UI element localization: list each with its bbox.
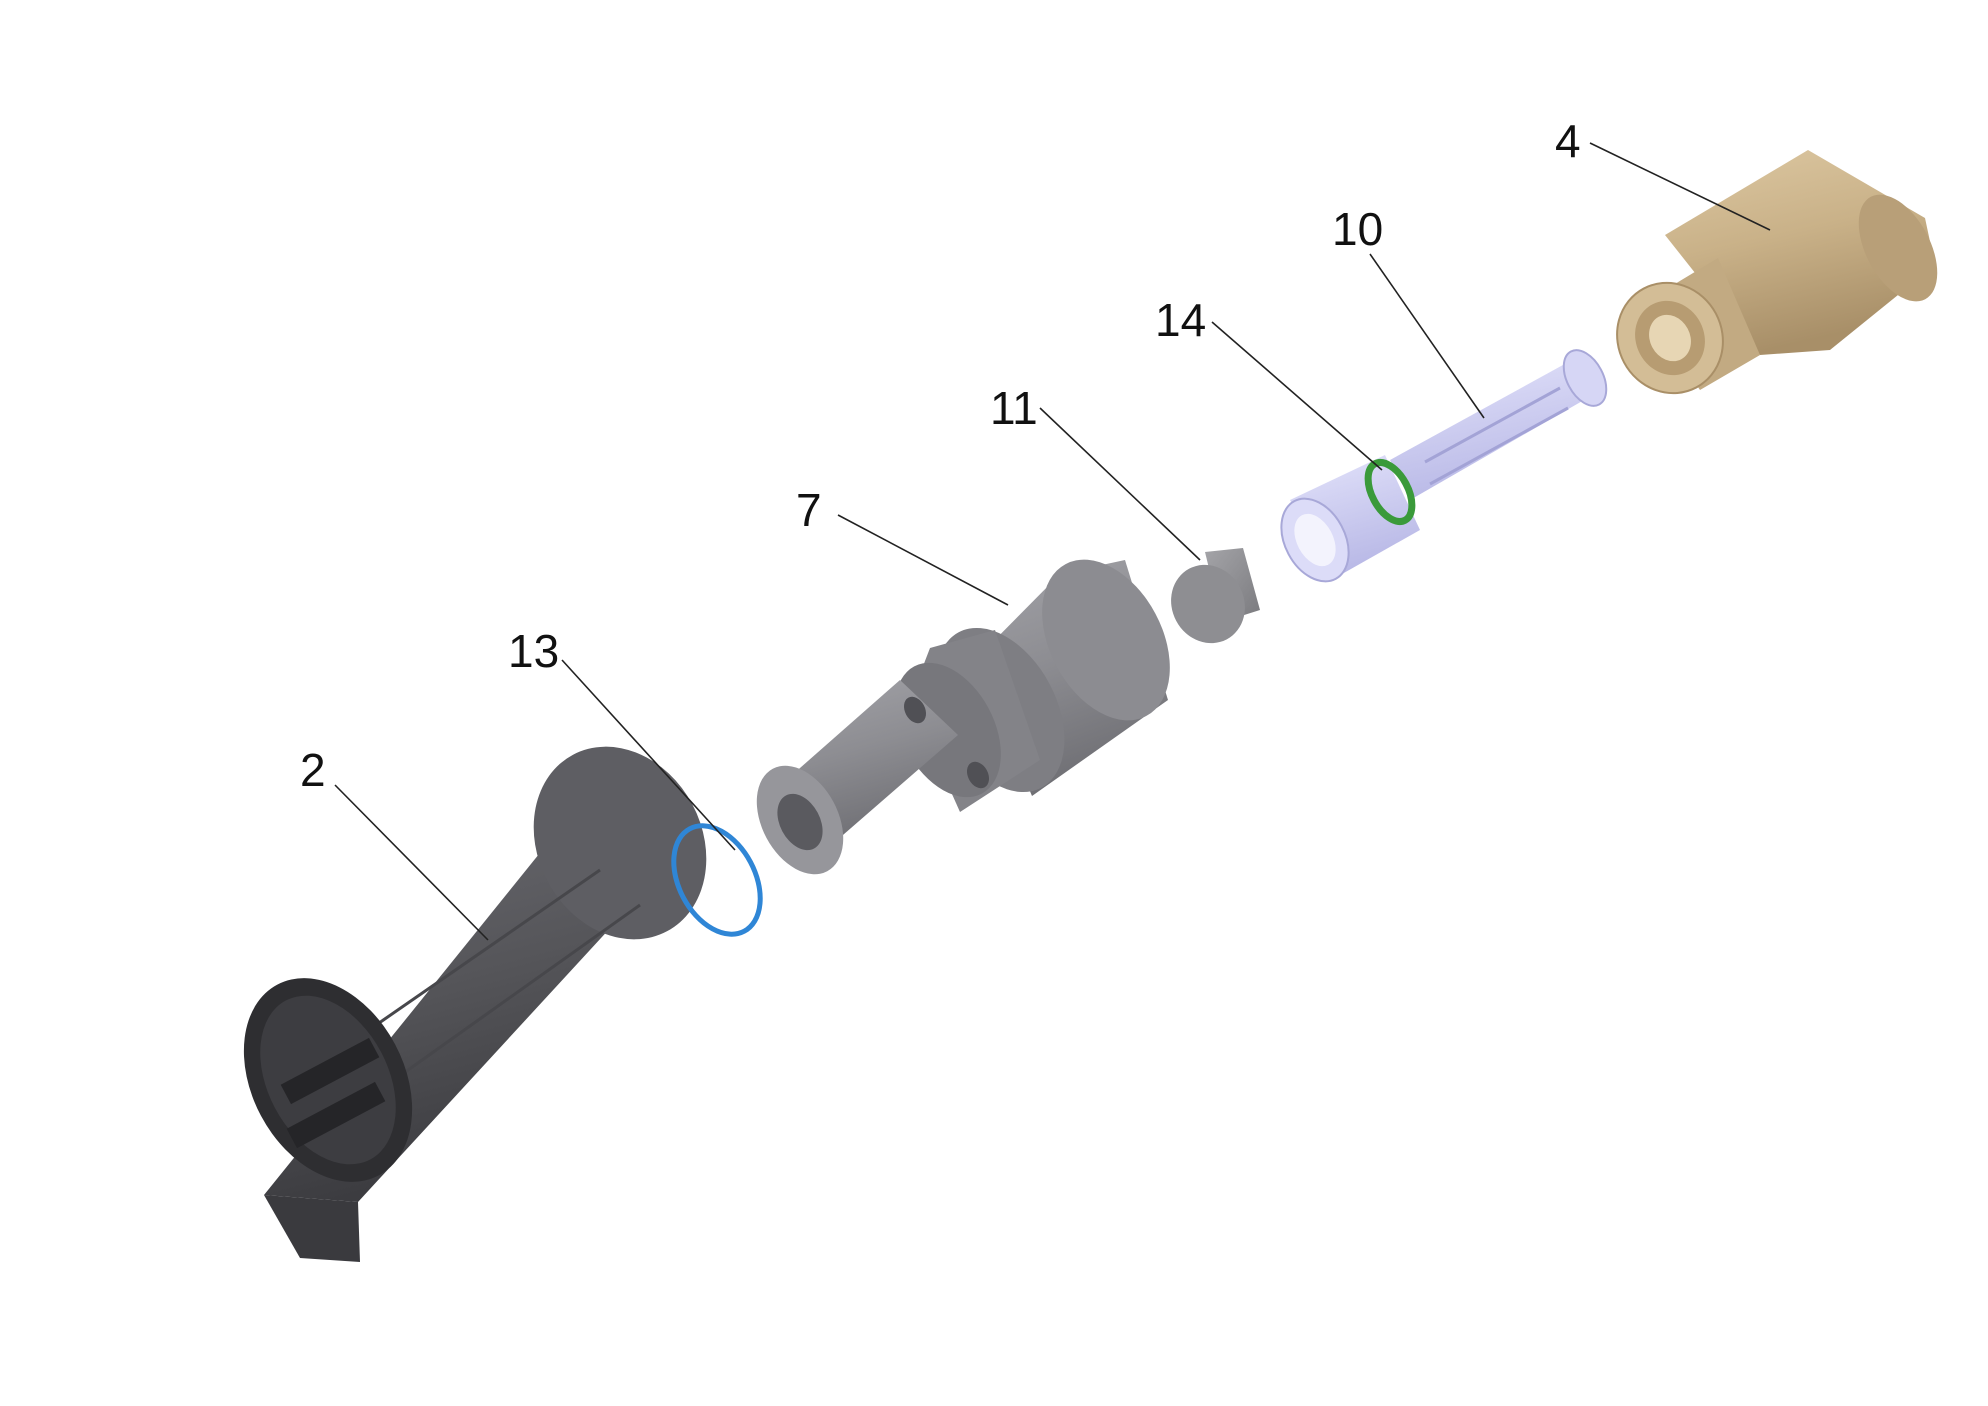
callout-label-4: 4 [1555, 115, 1581, 167]
part-nozzle-body [756, 559, 1170, 875]
part-threaded-nut [1616, 150, 1938, 395]
callout-label-14: 14 [1155, 294, 1206, 346]
callout-label-13: 13 [508, 625, 559, 677]
part-o-ring [671, 823, 763, 937]
leader-line-13 [561, 659, 736, 851]
callout-label-7: 7 [796, 484, 822, 536]
callout-label-10: 10 [1332, 203, 1383, 255]
callout-label-11: 11 [990, 382, 1038, 434]
part-nozzle-cap [243, 746, 707, 1262]
leader-line-2 [334, 784, 489, 941]
leader-line-4 [1589, 142, 1771, 231]
callout-labels: 2 13 7 11 14 10 4 [300, 115, 1581, 796]
leader-line-11 [1039, 407, 1201, 561]
leader-line-7 [837, 514, 1009, 606]
callout-label-2: 2 [300, 744, 326, 796]
leader-line-10 [1369, 253, 1485, 419]
leader-lines [334, 142, 1771, 941]
part-plug-insert [1171, 548, 1260, 644]
part-valve-insert [1280, 349, 1608, 583]
leader-line-14 [1211, 321, 1383, 471]
